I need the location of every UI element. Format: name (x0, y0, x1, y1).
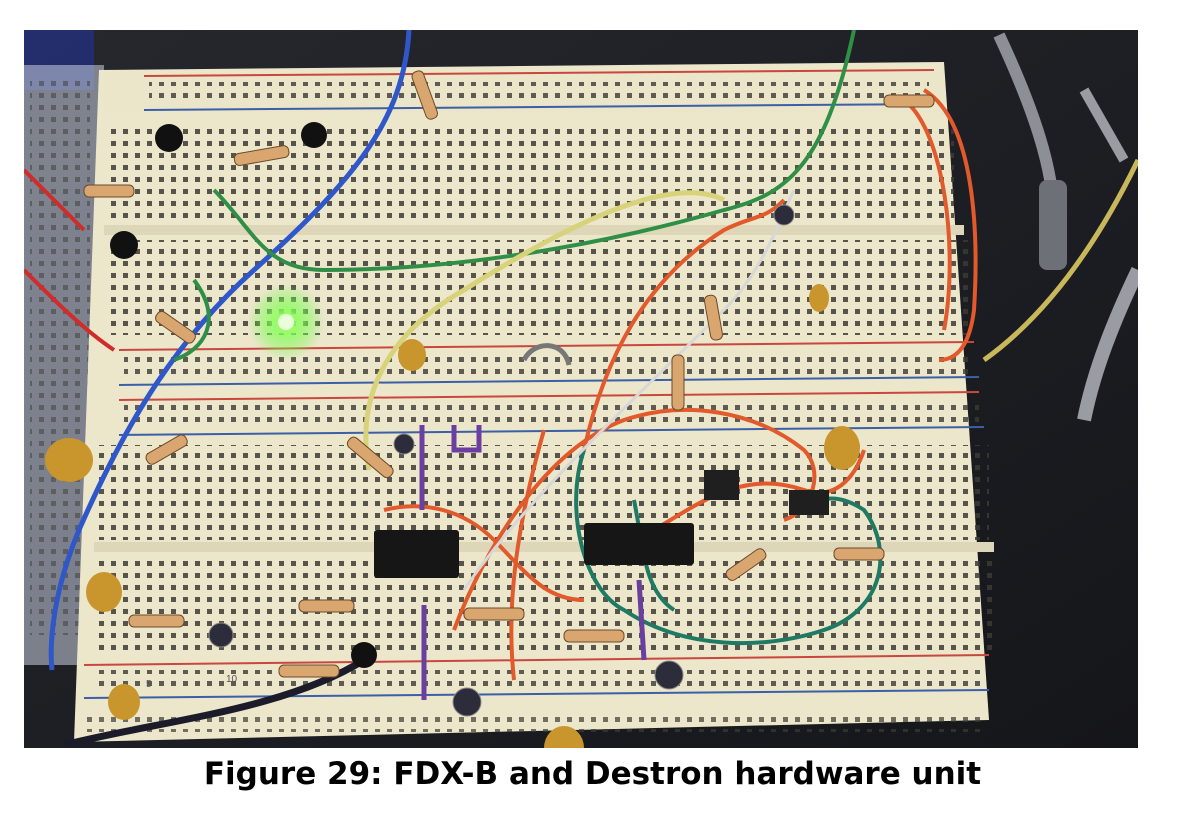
ic-chip-right (584, 523, 694, 565)
breadboard (74, 62, 994, 742)
breadboard-photo: 5 10 (24, 30, 1138, 748)
teal-wire (574, 449, 883, 646)
figure-caption: Figure 29: FDX-B and Destron hardware un… (203, 756, 982, 792)
orange-wire-b (582, 198, 786, 451)
oscilloscope-probes (982, 32, 1138, 422)
led-light (278, 314, 294, 330)
breadboard-photo-drawing: 5 10 (24, 30, 1138, 748)
yellow-wire (363, 190, 726, 471)
ic-chip-left (374, 530, 459, 578)
grey-wire (462, 189, 796, 591)
green-wire (212, 30, 856, 273)
blue-wire (48, 30, 412, 671)
board-number-10: 10 (226, 674, 238, 685)
board-number-5: 5 (146, 679, 152, 690)
